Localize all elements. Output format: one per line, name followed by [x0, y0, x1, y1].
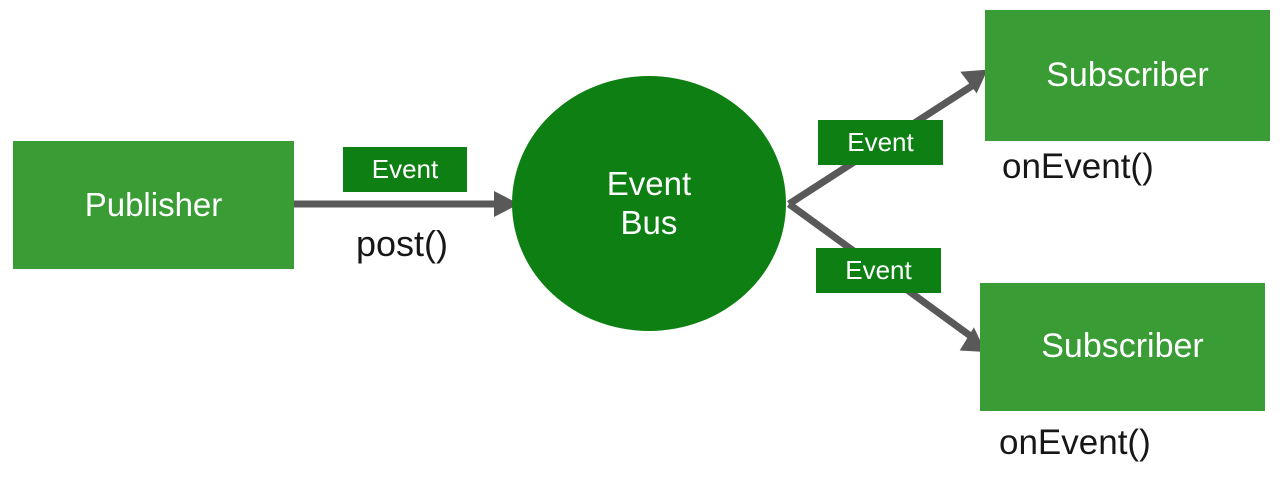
node-subscriber-1[interactable]: Subscriber	[985, 10, 1270, 141]
node-event-bus[interactable]: Event Bus	[512, 76, 786, 331]
badge-event-subscriber-2[interactable]: Event	[816, 248, 941, 293]
caption-on-event-2: onEvent()	[999, 423, 1151, 462]
caption-post: post()	[356, 223, 449, 264]
badge-event-subscriber-1[interactable]: Event	[818, 120, 943, 165]
node-subscriber-2[interactable]: Subscriber	[980, 283, 1265, 411]
node-publisher[interactable]: Publisher	[13, 141, 294, 269]
caption-on-event-1: onEvent()	[1002, 147, 1154, 186]
badge-event-post[interactable]: Event	[343, 147, 467, 192]
edge-publisher-to-bus	[293, 191, 519, 217]
